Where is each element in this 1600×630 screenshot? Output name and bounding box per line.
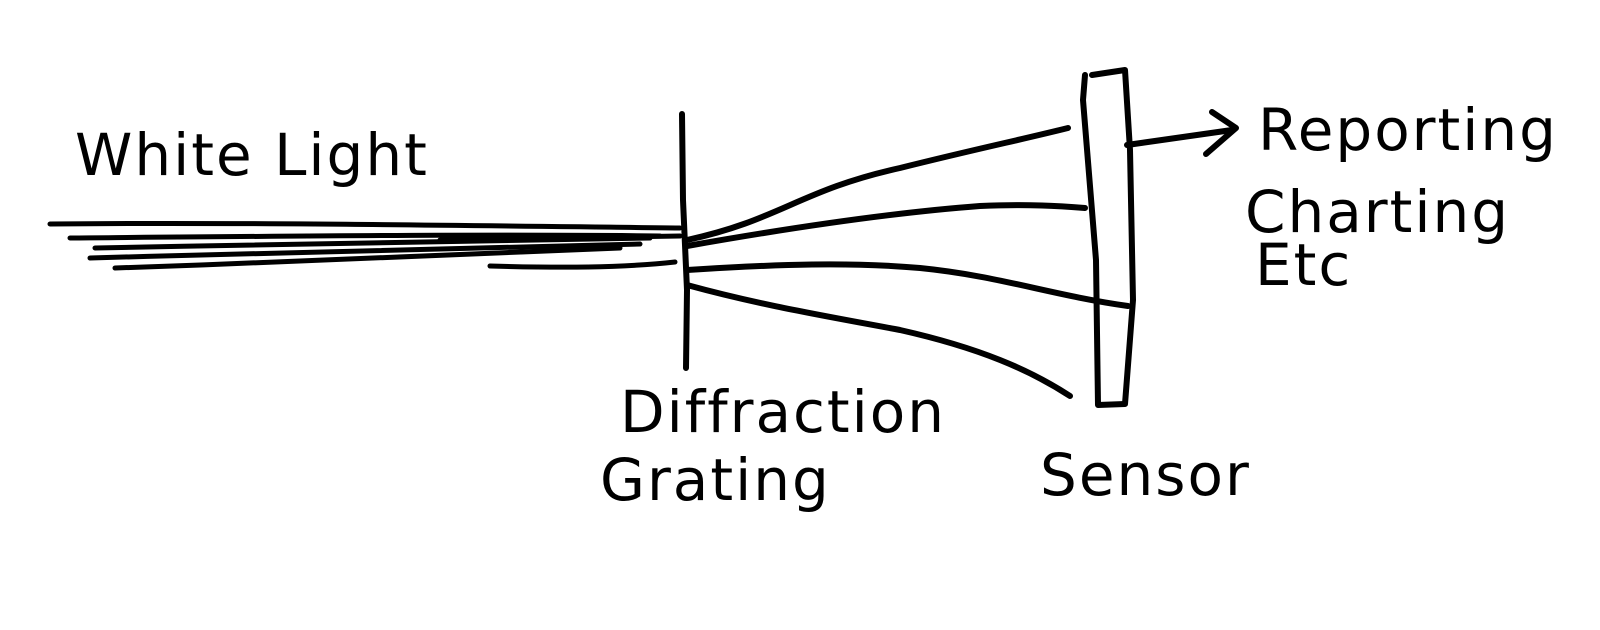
white-light-label: White Light <box>75 121 429 189</box>
reporting-label: Reporting <box>1258 96 1558 164</box>
output-arrow <box>1124 109 1239 157</box>
grating-label: Grating <box>600 446 831 514</box>
charting-label: Charting <box>1245 178 1510 246</box>
diffraction-label: Diffraction <box>620 378 946 446</box>
white-light-beam <box>47 220 683 271</box>
sensor-label: Sensor <box>1040 441 1251 509</box>
etc-label: Etc <box>1255 231 1352 299</box>
sensor <box>1080 67 1136 408</box>
diffracted-rays <box>684 125 1131 399</box>
